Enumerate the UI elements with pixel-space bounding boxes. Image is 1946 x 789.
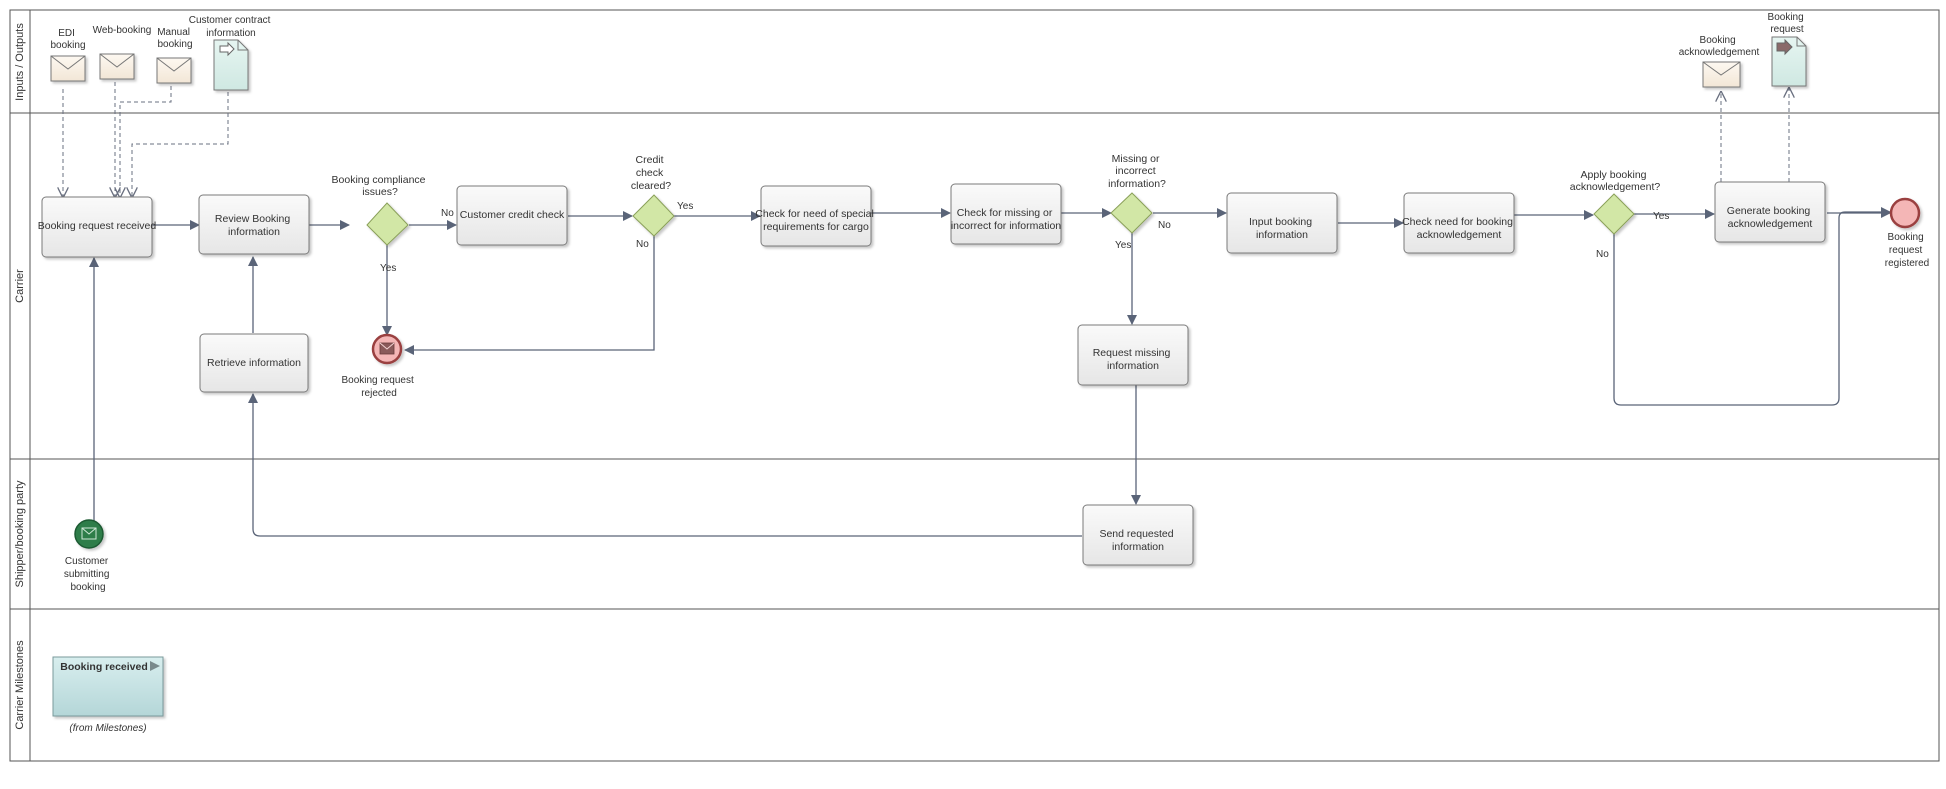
svg-text:Customer credit check: Customer credit check <box>460 209 565 221</box>
gateway-credit-label: Credit check cleared? <box>631 154 671 192</box>
milestone-from: (from Milestones) <box>69 723 146 734</box>
lane-label-milestones: Carrier Milestones <box>14 640 26 730</box>
end-event-booking-rejected[interactable] <box>371 333 403 365</box>
registered-label: Booking request registered <box>1885 232 1929 269</box>
lane-carrier: Carrier <box>9 112 1940 460</box>
task-check-missing-information[interactable] <box>950 183 1062 245</box>
sequence-flows <box>89 207 1891 537</box>
flow-label-yes-ack: Yes <box>1653 211 1669 222</box>
edi-booking-label: EDI booking <box>50 28 85 51</box>
flow-label-no-compliance: No <box>441 208 454 219</box>
lane-label-inputs: Inputs / Outputs <box>14 23 26 101</box>
lane-shipper: Shipper/booking party <box>9 458 1940 610</box>
svg-text:Check for need of special: Check for need of special requirements f… <box>755 208 876 233</box>
edi-booking-envelope <box>50 55 86 82</box>
gateway-credit-check-cleared[interactable] <box>632 194 675 237</box>
web-booking-label: Web-booking <box>93 25 152 36</box>
svg-text:Generate booking acknowled: Generate booking acknowledgement <box>1727 205 1813 230</box>
web-booking-envelope <box>99 53 135 80</box>
lane-inputs-outputs: Inputs / Outputs <box>9 9 1940 114</box>
svg-text:Input booking information: Input booking information <box>1249 216 1315 241</box>
lane-milestones: Carrier Milestones <box>9 608 1940 762</box>
flow-label-no-ack: No <box>1596 249 1609 260</box>
task-retrieve-information[interactable] <box>199 333 309 393</box>
flow-label-yes-compliance: Yes <box>380 263 396 274</box>
flow-label-yes-missing: Yes <box>1115 240 1131 251</box>
milestone-title: Booking received <box>60 661 148 673</box>
manual-booking-envelope <box>156 57 192 84</box>
gateway-booking-compliance[interactable] <box>366 202 409 246</box>
end-event-booking-registered[interactable] <box>1889 197 1921 229</box>
svg-text:Check for missing or incor: Check for missing or incorrect for infor… <box>951 207 1061 232</box>
task-request-missing-information[interactable] <box>1077 324 1189 386</box>
milestone-booking-received[interactable] <box>52 656 164 717</box>
booking-acknowledgement-label: Booking acknowledgement <box>1679 35 1760 58</box>
rejected-label: Booking request rejected <box>341 375 416 399</box>
gateway-ack-label: Apply booking acknowledgement? <box>1570 169 1661 193</box>
svg-text:Booking request received: Booking request received <box>38 220 157 232</box>
customer-submitting-label: Customer submitting booking <box>64 556 112 593</box>
booking-request-label: Booking request <box>1768 12 1807 35</box>
start-event-customer-submitting[interactable] <box>74 519 104 549</box>
flow-label-no-missing: No <box>1158 220 1171 231</box>
customer-contract-label: Customer contract information <box>189 15 273 39</box>
flow-label-yes-credit: Yes <box>677 201 693 212</box>
task-check-need-for-acknowledgement[interactable] <box>1403 192 1515 254</box>
gateway-compliance-label: Booking compliance issues? <box>332 174 429 198</box>
flow-label-no-credit: No <box>636 239 649 250</box>
gateway-missing-information[interactable] <box>1110 192 1153 234</box>
associations <box>63 82 1789 197</box>
lane-label-shipper: Shipper/booking party <box>14 480 26 588</box>
svg-text:Retrieve information: Retrieve information <box>207 357 301 369</box>
booking-request-document <box>1771 36 1807 87</box>
svg-text:Check need for booking ack: Check need for booking acknowledgement <box>1402 216 1516 241</box>
manual-booking-label: Manual booking <box>157 27 193 50</box>
customer-contract-document <box>213 39 249 91</box>
task-send-requested-information[interactable] <box>1082 504 1194 566</box>
svg-text:Review Booking information: Review Booking information <box>215 213 293 238</box>
task-check-special-requirements[interactable] <box>760 185 872 247</box>
gateway-missing-label: Missing or incorrect information? <box>1108 153 1166 190</box>
task-customer-credit-check[interactable] <box>456 185 568 246</box>
task-booking-request-received[interactable] <box>41 196 153 258</box>
lane-label-carrier: Carrier <box>14 269 26 303</box>
svg-text:Request missing informatio: Request missing information <box>1093 347 1174 372</box>
svg-text:Send requested information: Send requested information <box>1099 528 1176 553</box>
task-review-booking-information[interactable] <box>198 194 310 255</box>
task-input-booking-information[interactable] <box>1226 192 1338 254</box>
gateway-apply-acknowledgement[interactable] <box>1593 193 1635 235</box>
booking-acknowledgement-envelope <box>1702 61 1741 88</box>
task-generate-booking-acknowledgement[interactable] <box>1714 181 1826 243</box>
